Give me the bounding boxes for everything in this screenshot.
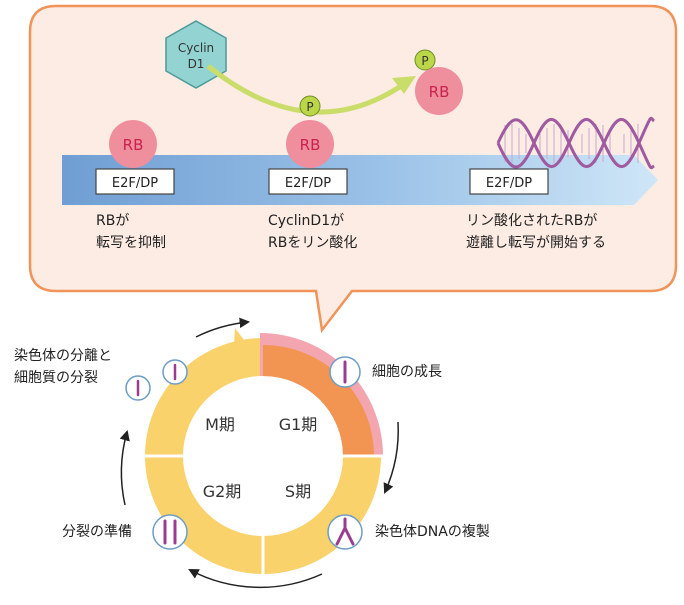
e2f-dp-box — [95, 168, 175, 195]
phase-label-g2: G2期 — [203, 482, 242, 501]
chromosome-badge-g2 — [152, 514, 188, 550]
caption-rb-repress: RBが 転写を抑制 — [96, 213, 166, 251]
cell-cycle-ring — [145, 328, 383, 576]
phase-label-s: S期 — [285, 482, 311, 501]
cyclin-label-line2: D1 — [188, 57, 205, 71]
phosphate-label: P — [421, 54, 428, 68]
e2f-dp-label: E2F/DP — [112, 176, 158, 191]
chromosome-icon — [335, 517, 355, 546]
phosphate-label: P — [306, 100, 313, 114]
rb-label: RB — [429, 83, 450, 101]
m-phase-arrowhead — [232, 328, 256, 380]
rb-protein — [109, 120, 157, 168]
phosphate-marker — [414, 49, 436, 71]
step-label-s: 染色体DNAの複製 — [375, 524, 490, 540]
phase-label-m: M期 — [205, 415, 235, 434]
cycle-arrow-bottom — [188, 569, 323, 589]
phosphate-marker — [299, 95, 321, 117]
phosphorylation-arrowhead — [392, 76, 416, 94]
caption-cyclin-phosphorylates: CyclinD1が RBをリン酸化 — [268, 213, 358, 251]
e2f-dp-label: E2F/DP — [486, 176, 532, 191]
step-label-m: 染色体の分離と 細胞質の分裂 — [14, 348, 112, 386]
cycle-arrow-top — [195, 317, 251, 338]
caption-rb-released: リン酸化されたRBが 遊離し転写が開始する — [466, 213, 606, 251]
cycle-arrow-right — [383, 421, 399, 494]
e2f-dp-label: E2F/DP — [285, 176, 331, 191]
e2f-dp-box — [469, 168, 549, 195]
chromosome-badge-s — [327, 514, 363, 550]
rb-label: RB — [300, 136, 321, 154]
phase-g1-segment — [263, 345, 374, 456]
cycle-arrow-left — [119, 429, 130, 506]
e2f-dp-box — [268, 168, 348, 195]
rb-protein — [286, 120, 334, 168]
cyclin-label-line1: Cyclin — [178, 41, 214, 55]
rb-label: RB — [123, 136, 144, 154]
step-label-g1: 細胞の成長 — [372, 364, 442, 380]
phase-label-g1: G1期 — [279, 415, 318, 434]
phase-g2-segment — [145, 456, 263, 574]
phase-s-segment — [263, 456, 381, 574]
step-label-g2: 分裂の準備 — [62, 524, 132, 540]
chromosome-badge-m — [125, 359, 188, 401]
rb-protein-released — [415, 67, 463, 115]
chromosome-badge-g1 — [329, 356, 361, 388]
dna-helix — [496, 116, 656, 170]
